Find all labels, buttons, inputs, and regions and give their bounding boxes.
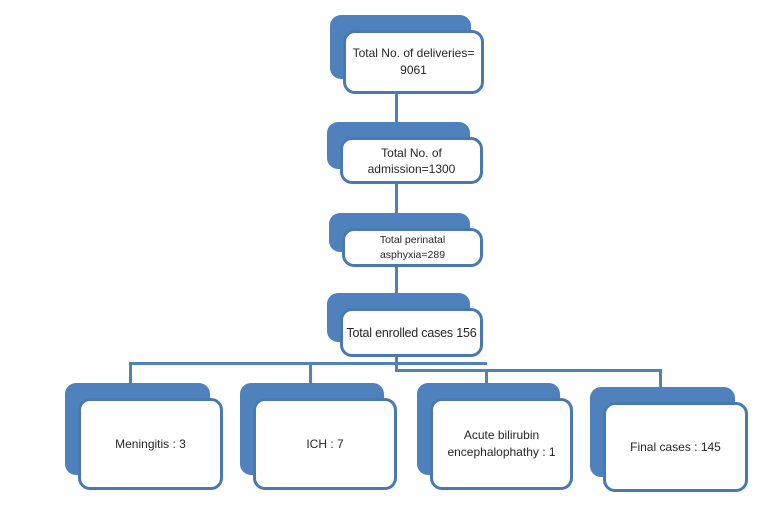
node-acute-bilirubin-encephalopathy-box: Acute bilirubin encephalophathy : 1	[430, 398, 573, 490]
node-line: Acute bilirubin	[463, 428, 540, 442]
connector-branch-rail-left	[129, 362, 487, 365]
node-total-perinatal-asphyxia-box: Total perinatal asphyxia=289	[342, 228, 483, 267]
node-line: 9061	[400, 63, 427, 77]
node-line: Total perinatal	[379, 233, 446, 246]
node-line: Total enrolled cases 156	[346, 325, 477, 340]
node-line: Meningitis : 3	[115, 436, 186, 451]
node-total-enrolled-cases-box: Total enrolled cases 156	[340, 308, 483, 357]
node-line: Final cases : 145	[630, 439, 721, 454]
node-final-cases-box: Final cases : 145	[603, 402, 748, 492]
connector-drop-encephalopathy	[485, 369, 488, 385]
node-line: encephalophathy : 1	[447, 445, 556, 459]
node-line: Total No. of	[381, 145, 442, 160]
connector-drop-meningitis	[129, 362, 132, 385]
node-ich-box: ICH : 7	[253, 398, 397, 490]
connector-deliveries-admission	[395, 92, 398, 126]
node-line: ICH : 7	[306, 436, 344, 451]
node-total-deliveries-box: Total No. of deliveries= 9061	[343, 30, 484, 94]
connector-admission-asphyxia	[395, 182, 398, 216]
connector-asphyxia-enrolled	[395, 265, 398, 296]
node-line: admission=1300	[367, 161, 456, 176]
node-line: asphyxia=289	[379, 248, 446, 261]
connector-branch-rail-right	[395, 369, 662, 372]
node-meningitis-box: Meningitis : 3	[78, 398, 223, 490]
connector-drop-ich	[309, 362, 312, 385]
node-total-admission-box: Total No. of admission=1300	[340, 137, 483, 184]
node-line: Total No. of deliveries=	[352, 46, 475, 60]
connector-drop-final-cases	[659, 369, 662, 390]
